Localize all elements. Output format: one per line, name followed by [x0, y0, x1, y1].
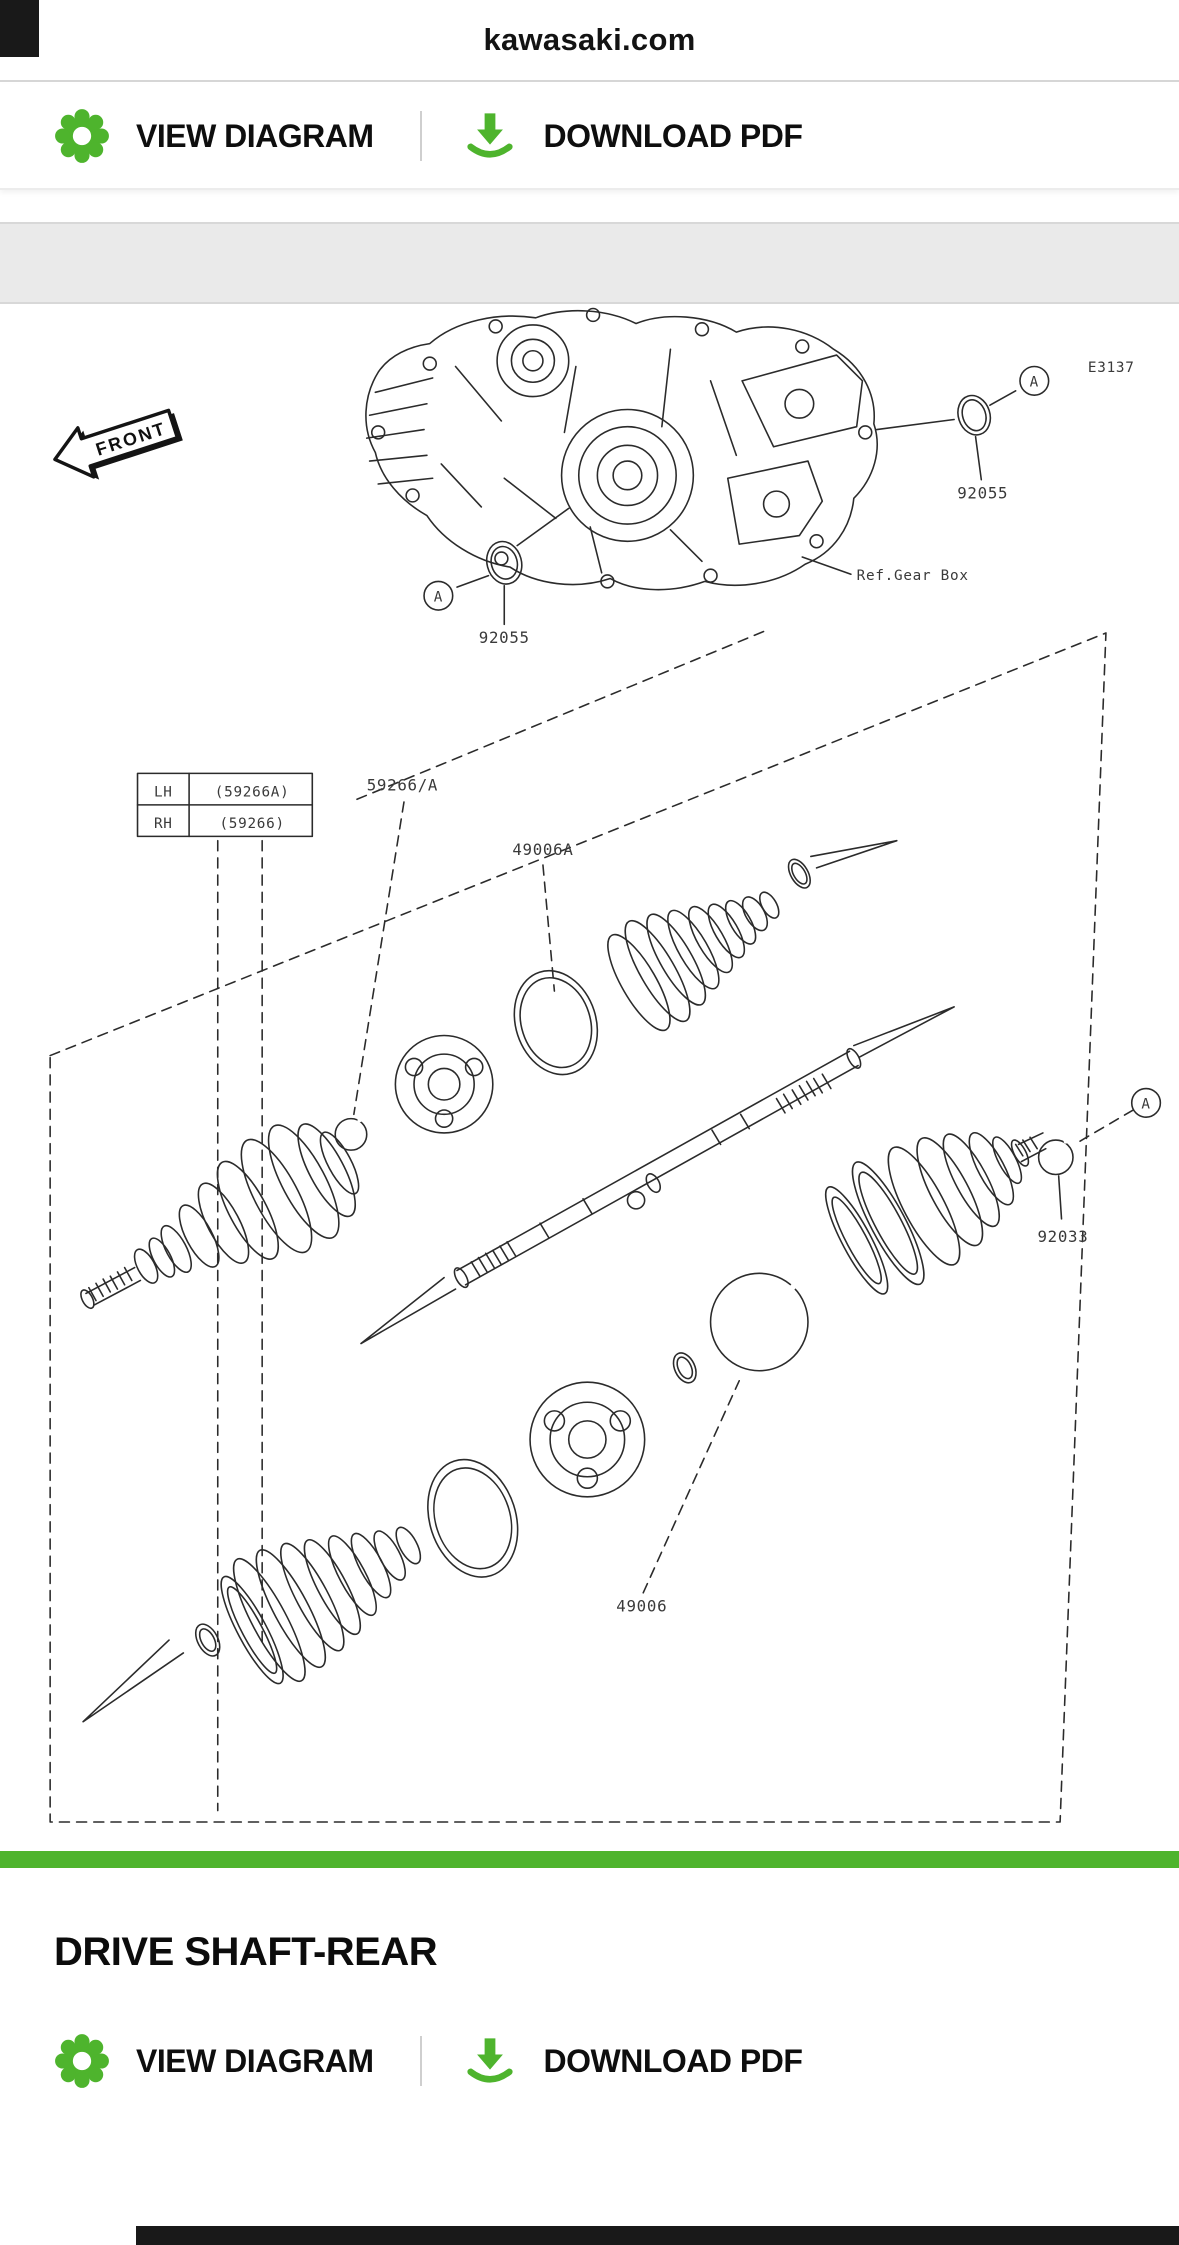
figure-code-label: E3137 [1088, 360, 1135, 376]
view-diagram-label: VIEW DIAGRAM [136, 2042, 374, 2079]
part-label-49006a: 49006A [512, 840, 573, 859]
construction-lines [49, 630, 1134, 1823]
page-corner-dark [0, 0, 39, 57]
section-separator [0, 222, 1179, 304]
boot-band-large-lower [427, 1458, 519, 1578]
ref-gearbox-leader [801, 556, 852, 576]
marker-a-left-circle [423, 580, 454, 611]
seal-92055-top [875, 365, 1050, 481]
table-cell-lh-part: (59266A) [215, 784, 290, 800]
parts-diagram: FRONT [0, 306, 1179, 1851]
section-title: DRIVE SHAFT-REAR [54, 1930, 438, 1974]
spider-joint-lower [529, 1381, 646, 1498]
browser-url-bar[interactable]: kawasaki.com [0, 0, 1179, 82]
marker-a-top-circle [1019, 365, 1050, 396]
marker-a-right-circle [1130, 1087, 1162, 1118]
view-diagram-button-bottom[interactable]: VIEW DIAGRAM [54, 2033, 374, 2089]
part-label-92055-top: 92055 [957, 483, 1008, 502]
marker-a-left: A [434, 589, 443, 605]
part-label-92033: 92033 [1037, 1227, 1088, 1246]
toolbar-divider [419, 2036, 422, 2086]
gear-icon [55, 2034, 109, 2088]
snap-ring-large [709, 1272, 809, 1372]
variant-table [136, 772, 314, 838]
toolbar-divider [419, 111, 422, 161]
cv-boot-upper [607, 933, 671, 1032]
table-cell-rh-part: (59266) [219, 816, 284, 832]
drive-shaft [360, 1006, 955, 1345]
green-divider [0, 1851, 1179, 1868]
seal-92055-bottom [423, 507, 570, 626]
boot-band-small-lower [194, 1623, 221, 1657]
outer-cv-joint [824, 1132, 1077, 1295]
ref-gearbox-label: Ref.Gear Box [857, 568, 969, 584]
bolt-holes [370, 307, 873, 589]
marker-a-right: A [1141, 1097, 1150, 1113]
spider-joint-upper [394, 1034, 494, 1134]
front-badge: FRONT [53, 408, 183, 480]
parts-diagram-svg: FRONT [49, 307, 1162, 1823]
part-label-59266: 59266/A [367, 776, 438, 795]
download-pdf-button-bottom[interactable]: DOWNLOAD PDF [462, 2033, 803, 2089]
next-section-edge [136, 2226, 1179, 2245]
url-text: kawasaki.com [483, 22, 696, 57]
table-cell-lh: LH [154, 784, 173, 800]
boot-band-large [513, 969, 599, 1076]
gear-box-drawing [365, 307, 878, 591]
snap-ring-small [334, 1117, 368, 1151]
inner-cv-joint [80, 1123, 360, 1310]
lower-shaft-assembly [82, 1272, 809, 1723]
download-pdf-label: DOWNLOAD PDF [543, 2042, 803, 2079]
part-label-92055-bottom: 92055 [479, 628, 530, 647]
view-diagram-button-top[interactable]: VIEW DIAGRAM [54, 108, 374, 164]
table-cell-rh: RH [154, 816, 173, 832]
diagram-toolbar-top: VIEW DIAGRAM DOWNLOAD PDF [0, 84, 1179, 190]
download-icon [466, 113, 513, 158]
upper-shaft-assembly [334, 839, 898, 1151]
marker-a-top: A [1030, 375, 1039, 391]
boot-band-small [787, 858, 811, 889]
view-diagram-label: VIEW DIAGRAM [136, 117, 374, 154]
part-label-49006: 49006 [616, 1596, 667, 1615]
gear-icon [55, 109, 109, 163]
o-ring-small [672, 1352, 697, 1384]
diagram-toolbar-bottom: VIEW DIAGRAM DOWNLOAD PDF [0, 2008, 1179, 2114]
download-pdf-label: DOWNLOAD PDF [543, 117, 803, 154]
circlip-92033 [1037, 1139, 1074, 1176]
download-icon [466, 2038, 513, 2083]
cv-boot-lower [395, 1526, 422, 1565]
download-pdf-button-top[interactable]: DOWNLOAD PDF [462, 108, 803, 164]
